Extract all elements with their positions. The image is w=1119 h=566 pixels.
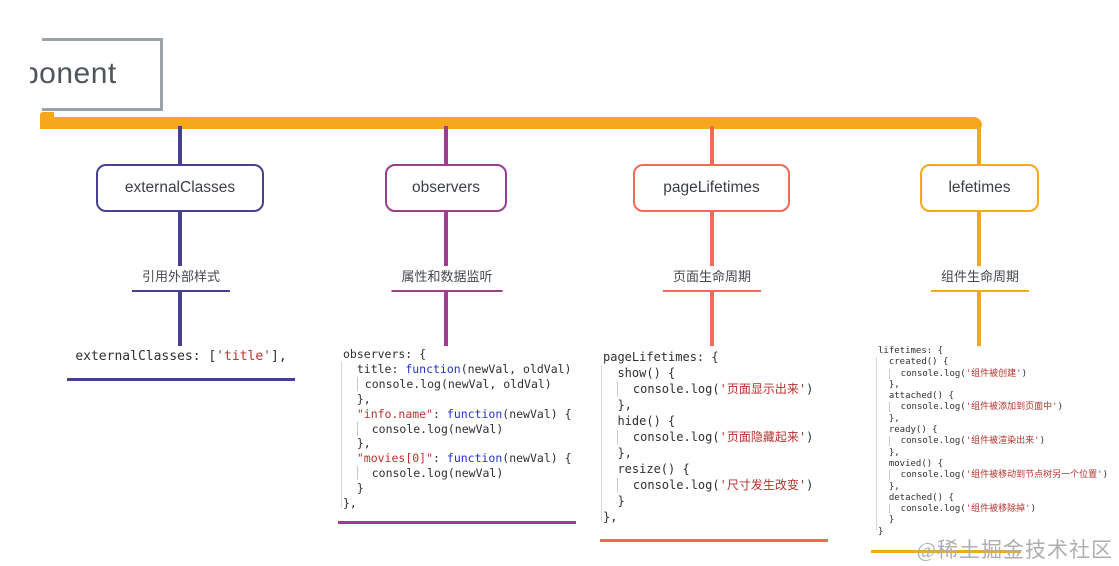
- indent-guide-line: [341, 362, 342, 508]
- watermark: @稀土掘金技术社区: [916, 538, 1113, 562]
- branch-connector-line: [178, 126, 182, 346]
- branch-sublabel: 引用外部样式: [131, 266, 231, 292]
- branch-node-label: pageLifetimes: [663, 179, 760, 196]
- root-node-label: ponent: [30, 57, 158, 99]
- branch-connector-line: [444, 126, 448, 346]
- code-underline: [600, 539, 828, 542]
- branch-connector-line: [977, 126, 981, 346]
- code-underline: [871, 550, 1021, 553]
- code-block-observers: observers: { title: function(newVal, old…: [343, 347, 572, 511]
- branch-sublabel: 组件生命周期: [930, 266, 1030, 292]
- branch-node-label: observers: [411, 179, 481, 196]
- root-node[interactable]: [42, 38, 163, 111]
- trunk-left-notch: [40, 112, 54, 121]
- branch-sublabel: 页面生命周期: [662, 266, 762, 292]
- branch-node-label: lefetimes: [948, 179, 1011, 196]
- branch-node-observers[interactable]: observers: [385, 164, 507, 212]
- branch-node-externalclasses[interactable]: externalClasses: [96, 164, 264, 212]
- indent-guide-line: [876, 357, 877, 530]
- code-block-lifetimes: lifetimes: { created() { console.log('组件…: [878, 346, 1108, 537]
- indent-guide-line: [601, 365, 602, 522]
- trunk-line: [40, 117, 982, 129]
- branch-connector-line: [710, 126, 714, 346]
- branch-node-label: externalClasses: [124, 179, 236, 196]
- code-underline: [338, 521, 576, 524]
- branch-node-lefetimes[interactable]: lefetimes: [920, 164, 1039, 212]
- code-block-externalclasses: externalClasses: ['title'],: [75, 349, 287, 364]
- branch-sublabel: 属性和数据监听: [391, 266, 503, 292]
- root-node-label-text: ponent: [30, 57, 117, 90]
- code-underline: [67, 378, 295, 381]
- branch-node-pagelifetimes[interactable]: pageLifetimes: [633, 164, 790, 212]
- code-block-pagelifetimes: pageLifetimes: { show() { console.log('页…: [603, 350, 814, 524]
